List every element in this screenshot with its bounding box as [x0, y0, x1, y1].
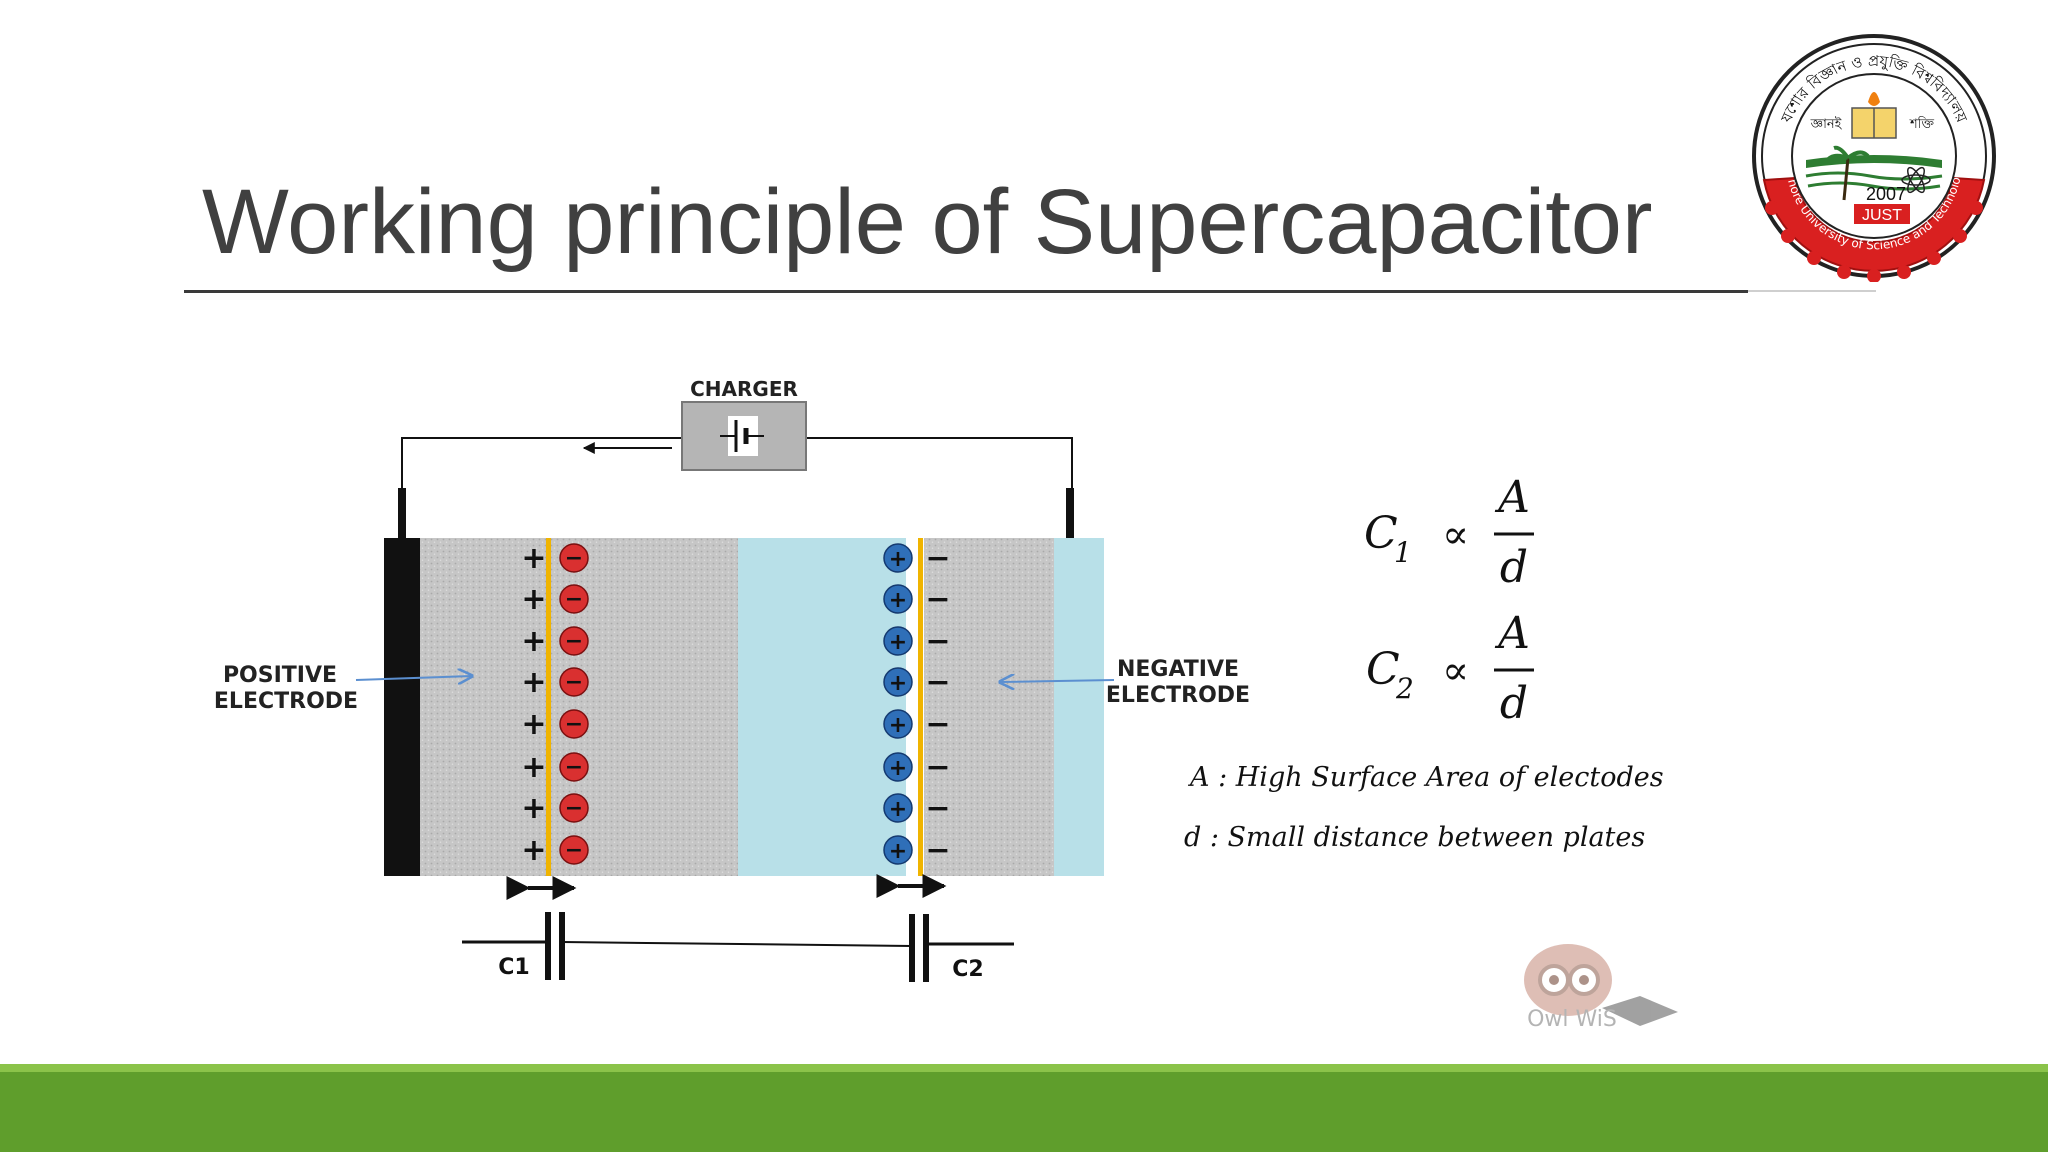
atom-icon	[1901, 166, 1931, 194]
cation	[883, 543, 913, 573]
positive-label-line2: ELECTRODE	[214, 689, 358, 714]
university-logo: যশোর বিজ্ঞান ও প্রযুক্তি বিশ্ববিদ্যালয় …	[1748, 30, 1996, 282]
eq1-sub: 1	[1394, 536, 1412, 569]
equation-c1: C 1 ∝ A d	[1364, 472, 1534, 593]
definition-d: d : Small distance between plates	[1184, 822, 1645, 853]
eq2-lhs: C	[1366, 644, 1400, 695]
negative-plate-sign: −	[925, 665, 950, 700]
logo-left-word: জ্ঞানই	[1810, 116, 1843, 132]
supercapacitor-diagram: CHARGER	[214, 377, 1678, 1032]
negative-arrow	[1000, 680, 1115, 682]
positive-plate-sign: +	[521, 582, 546, 617]
anion	[559, 752, 589, 782]
negative-electrode-fill	[924, 538, 1054, 876]
charger-label: CHARGER	[690, 377, 798, 401]
equivalent-circuit: C1 C2	[462, 874, 1014, 982]
anion-sign: −	[565, 629, 583, 654]
cation	[883, 667, 913, 697]
electrode-labels: POSITIVE ELECTRODE NEGATIVE ELECTRODE	[214, 657, 1250, 714]
definition-a: A : High Surface Area of electodes	[1187, 762, 1664, 793]
anion-sign: −	[565, 755, 583, 780]
footer-band	[0, 1072, 2048, 1152]
anion-sign: −	[565, 838, 583, 863]
cation-sign: +	[889, 713, 907, 738]
cation-sign: +	[889, 630, 907, 655]
logo-right-word: শক্তি	[1909, 116, 1934, 132]
eq1-rel: ∝	[1442, 512, 1469, 558]
eq2-sub: 2	[1395, 672, 1414, 705]
anion	[559, 667, 589, 697]
anion-sign: −	[565, 712, 583, 737]
negative-plate-sign: −	[925, 707, 950, 742]
negative-plate-sign: −	[925, 750, 950, 785]
graduation-cap-icon	[1602, 996, 1678, 1026]
cation-sign: +	[889, 588, 907, 613]
anion	[559, 584, 589, 614]
positive-interface	[546, 538, 551, 876]
positive-plate-sign: +	[521, 541, 546, 576]
logo-abbr: JUST	[1862, 207, 1902, 224]
cation	[883, 584, 913, 614]
charge-layer: +−+−+−+−+−+−+−+−+−+−+−+−+−+−+−+−	[521, 538, 1054, 876]
electrolyte-left	[738, 538, 906, 876]
positive-plate-sign: +	[521, 833, 546, 868]
eq1-lhs: C	[1364, 508, 1398, 559]
eq1-num: A	[1494, 472, 1530, 523]
negative-interface	[918, 538, 923, 876]
negative-plate-sign: −	[925, 624, 950, 659]
eq1-den: d	[1500, 542, 1528, 593]
equation-c2: C 2 ∝ A d	[1366, 608, 1534, 729]
positive-plate-sign: +	[521, 624, 546, 659]
positive-arrow	[355, 676, 472, 680]
flame-icon	[1868, 92, 1880, 106]
charger-circuit: CHARGER	[398, 377, 1074, 540]
c2-label: C2	[952, 957, 983, 982]
anion	[559, 793, 589, 823]
cation	[883, 709, 913, 739]
negative-plate-sign: −	[925, 541, 950, 576]
footer-band-highlight	[0, 1064, 2048, 1072]
anion-sign: −	[565, 546, 583, 571]
c1-label: C1	[498, 955, 529, 980]
cation-sign: +	[889, 797, 907, 822]
anion-sign: −	[565, 670, 583, 695]
negative-plate-sign: −	[925, 791, 950, 826]
cation	[883, 793, 913, 823]
title-divider-tail	[1748, 290, 1876, 292]
positive-plate-sign: +	[521, 791, 546, 826]
logo-year: 2007	[1866, 184, 1906, 204]
anion	[559, 709, 589, 739]
anion	[559, 835, 589, 865]
positive-plate-sign: +	[521, 750, 546, 785]
positive-label-line1: POSITIVE	[223, 663, 337, 688]
cation-sign: +	[889, 839, 907, 864]
palm-tree-icon	[1842, 157, 1850, 201]
negative-label-line2: ELECTRODE	[1106, 683, 1250, 708]
anion	[559, 543, 589, 573]
negative-plate-sign: −	[925, 833, 950, 868]
cation-sign: +	[889, 547, 907, 572]
cation-sign: +	[889, 756, 907, 781]
positive-plate-sign: +	[521, 665, 546, 700]
left-current-collector	[384, 538, 420, 876]
negative-plate-sign: −	[925, 582, 950, 617]
title-divider	[184, 290, 1748, 293]
cation	[883, 752, 913, 782]
positive-plate-sign: +	[521, 707, 546, 742]
eq2-rel: ∝	[1442, 648, 1469, 694]
negative-label-line1: NEGATIVE	[1117, 657, 1239, 682]
anion-sign: −	[565, 796, 583, 821]
cation	[883, 626, 913, 656]
owlwis-watermark: Owl WiS	[1524, 944, 1678, 1032]
watermark-text: Owl WiS	[1527, 1007, 1617, 1032]
eq2-den: d	[1500, 678, 1528, 729]
eq2-num: A	[1494, 608, 1530, 659]
slide-title: Working principle of Supercapacitor	[202, 171, 1653, 273]
anion	[559, 626, 589, 656]
cation-sign: +	[889, 671, 907, 696]
anion-sign: −	[565, 587, 583, 612]
cation	[883, 835, 913, 865]
